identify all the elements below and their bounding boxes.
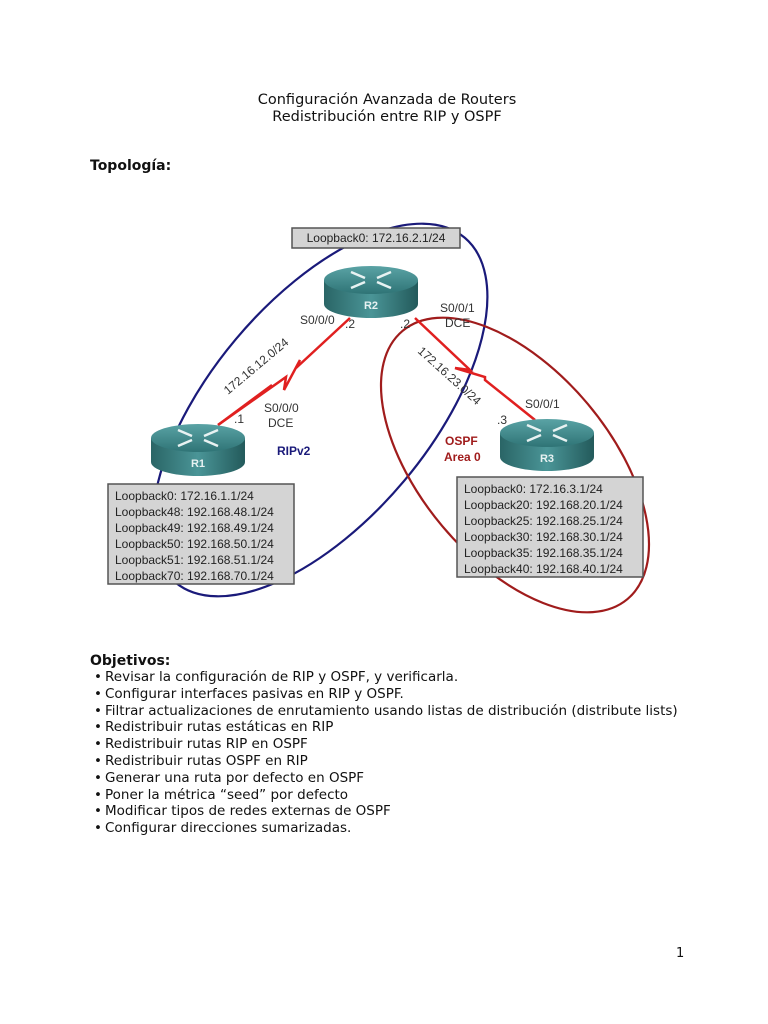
r1-loopback-box: Loopback0: 172.16.1.1/24 Loopback48: 192… <box>107 483 295 585</box>
r1-loopback-item: Loopback51: 192.168.51.1/24 <box>115 553 274 567</box>
r2-loopback-box: Loopback0: 172.16.2.1/24 <box>291 227 461 249</box>
objectives-list: •Revisar la configuración de RIP y OSPF,… <box>88 669 708 837</box>
r3-loopback-item: Loopback35: 192.168.35.1/24 <box>464 546 623 560</box>
topology-heading: Topología: <box>90 158 172 174</box>
objective-item: •Generar una ruta por defecto en OSPF <box>94 769 365 786</box>
serial-link-r1-r2 <box>217 317 351 427</box>
objective-item: •Redistribuir rutas RIP en OSPF <box>94 736 308 753</box>
objective-item: •Redistribuir rutas estáticas en RIP <box>94 719 334 736</box>
r1-loopback-item: Loopback70: 192.168.70.1/24 <box>115 569 274 583</box>
objective-item: •Filtrar actualizaciones de enrutamiento… <box>94 702 678 719</box>
ospf-area-label: Area 0 <box>444 450 481 464</box>
page-number: 1 <box>676 946 685 961</box>
objective-item: •Revisar la configuración de RIP y OSPF,… <box>94 669 459 685</box>
r1-s000-host-label: .1 <box>234 412 244 426</box>
objective-item: •Configurar interfaces pasivas en RIP y … <box>94 685 404 702</box>
r2-s001-host-label: .2 <box>400 317 410 331</box>
r2-s001-iface-label: S0/0/1 <box>440 301 475 315</box>
r3-loopback-item: Loopback0: 172.16.3.1/24 <box>464 482 603 496</box>
serial-link-r2-r3 <box>414 317 536 421</box>
router-arrows-icon <box>526 423 568 443</box>
ospf-domain-ellipse <box>379 316 651 614</box>
r3-loopback-item: Loopback40: 192.168.40.1/24 <box>464 562 623 576</box>
r3-loopback-item: Loopback30: 192.168.30.1/24 <box>464 530 623 544</box>
r3-loopback-item: Loopback20: 192.168.20.1/24 <box>464 498 623 512</box>
r3-loopback-box: Loopback0: 172.16.3.1/24 Loopback20: 192… <box>456 476 644 578</box>
router-r2-label: R2 <box>364 300 378 312</box>
r1-loopback-item: Loopback50: 192.168.50.1/24 <box>115 537 274 551</box>
r1-loopback-item: Loopback48: 192.168.48.1/24 <box>115 505 274 519</box>
r2-s000-host-label: .2 <box>345 317 355 331</box>
title-line-1: Configuración Avanzada de Routers <box>257 92 517 108</box>
router-r3[interactable]: R3 <box>500 419 594 471</box>
title-line-2: Redistribución entre RIP y OSPF <box>272 109 502 125</box>
objective-item: •Poner la métrica “seed” por defecto <box>94 786 349 803</box>
r2-s001-dce-label: DCE <box>445 316 470 330</box>
r2-loopback-0: Loopback0: 172.16.2.1/24 <box>307 231 446 245</box>
r3-loopback-item: Loopback25: 192.168.25.1/24 <box>464 514 623 528</box>
router-r2[interactable]: R2 <box>324 266 418 318</box>
router-arrows-icon <box>177 428 219 448</box>
document-title: Configuración Avanzada de Routers Redist… <box>0 92 768 126</box>
router-r1-label: R1 <box>191 458 205 470</box>
objective-item: •Modificar tipos de redes externas de OS… <box>94 803 391 820</box>
r1-s000-dce-label: DCE <box>268 416 293 430</box>
router-r1[interactable]: R1 <box>151 424 245 476</box>
router-r3-label: R3 <box>540 453 554 465</box>
r3-s001-iface-label: S0/0/1 <box>525 397 560 411</box>
network-topology-diagram: Loopback0: 172.16.2.1/24 R2 R1 R3 Loo <box>107 222 651 614</box>
objectives-heading: Objetivos: <box>90 653 171 669</box>
r1-loopback-item: Loopback49: 192.168.49.1/24 <box>115 521 274 535</box>
objective-item: •Redistribuir rutas OSPF en RIP <box>94 752 308 769</box>
r2-r3-network-label: 172.16.23.0/24 <box>415 344 484 408</box>
r2-s000-iface-label: S0/0/0 <box>300 313 335 327</box>
router-arrows-icon <box>350 270 392 290</box>
r1-loopback-item: Loopback0: 172.16.1.1/24 <box>115 489 254 503</box>
r1-s000-iface-label: S0/0/0 <box>264 401 299 415</box>
r3-s001-host-label: .3 <box>497 413 507 427</box>
objective-item: •Configurar direcciones sumarizadas. <box>94 820 352 837</box>
ospf-domain-label: OSPF <box>445 434 478 448</box>
rip-domain-label: RIPv2 <box>277 444 311 458</box>
